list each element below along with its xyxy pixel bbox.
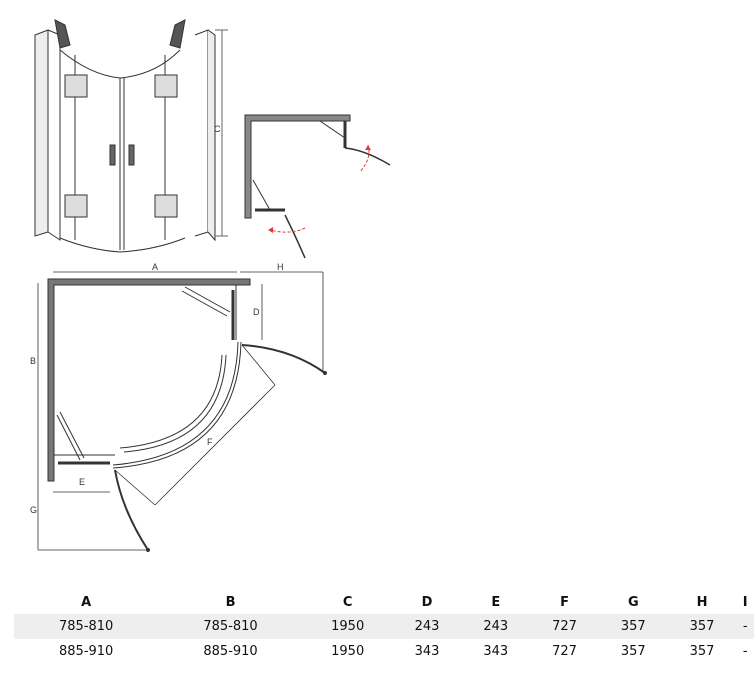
shower-enclosure-drawing: C (30, 19, 391, 552)
cell: 357 (689, 644, 715, 659)
table-header-row: A B C D E F G H I (14, 590, 754, 614)
cell: 243 (461, 614, 531, 639)
cell: 357 (598, 614, 668, 639)
dim-label-d: D (253, 307, 260, 317)
dim-label-f: F (207, 437, 213, 447)
header-d: D (421, 594, 433, 610)
header-b: B (225, 594, 236, 610)
cell: 1950 (302, 614, 393, 639)
table-row: 885-910 885-910 1950 343 343 727 357 357… (14, 639, 754, 664)
dimensions-table: A B C D E F G H I 785-810 785-810 1950 2… (14, 590, 754, 664)
dim-label-g: G (30, 505, 37, 515)
dim-label-c: C (214, 124, 221, 134)
door-opening-plan (244, 114, 391, 259)
cell: - (742, 644, 748, 659)
cell: 885-910 (59, 644, 114, 659)
header-c: C (342, 594, 353, 610)
header-e: E (491, 594, 501, 610)
cell: 727 (552, 644, 577, 659)
enclosure-3d-view (34, 19, 228, 253)
header-g: G (627, 594, 639, 610)
cell: 357 (620, 644, 646, 659)
header-h: H (696, 594, 708, 610)
dim-label-e: E (79, 477, 85, 487)
cell: 343 (483, 644, 509, 659)
cell: 785-810 (158, 614, 303, 639)
table-row: 785-810 785-810 1950 243 243 727 357 357… (14, 614, 754, 639)
dim-label-h: H (277, 262, 284, 272)
header-f: F (560, 594, 569, 610)
dim-label-a: A (152, 262, 158, 272)
cell: 1950 (331, 644, 365, 659)
header-i: I (742, 594, 748, 610)
cell: 885-910 (203, 644, 258, 659)
header-a: A (81, 594, 92, 610)
cell: 727 (530, 614, 599, 639)
cell: - (736, 614, 754, 639)
cell: 343 (414, 644, 440, 659)
dim-label-b: B (30, 356, 36, 366)
enclosure-plan-view (47, 278, 327, 552)
cell: 243 (392, 614, 462, 639)
dimension-lines (37, 271, 324, 551)
cell: 785-810 (14, 614, 159, 639)
cell: 357 (667, 614, 737, 639)
